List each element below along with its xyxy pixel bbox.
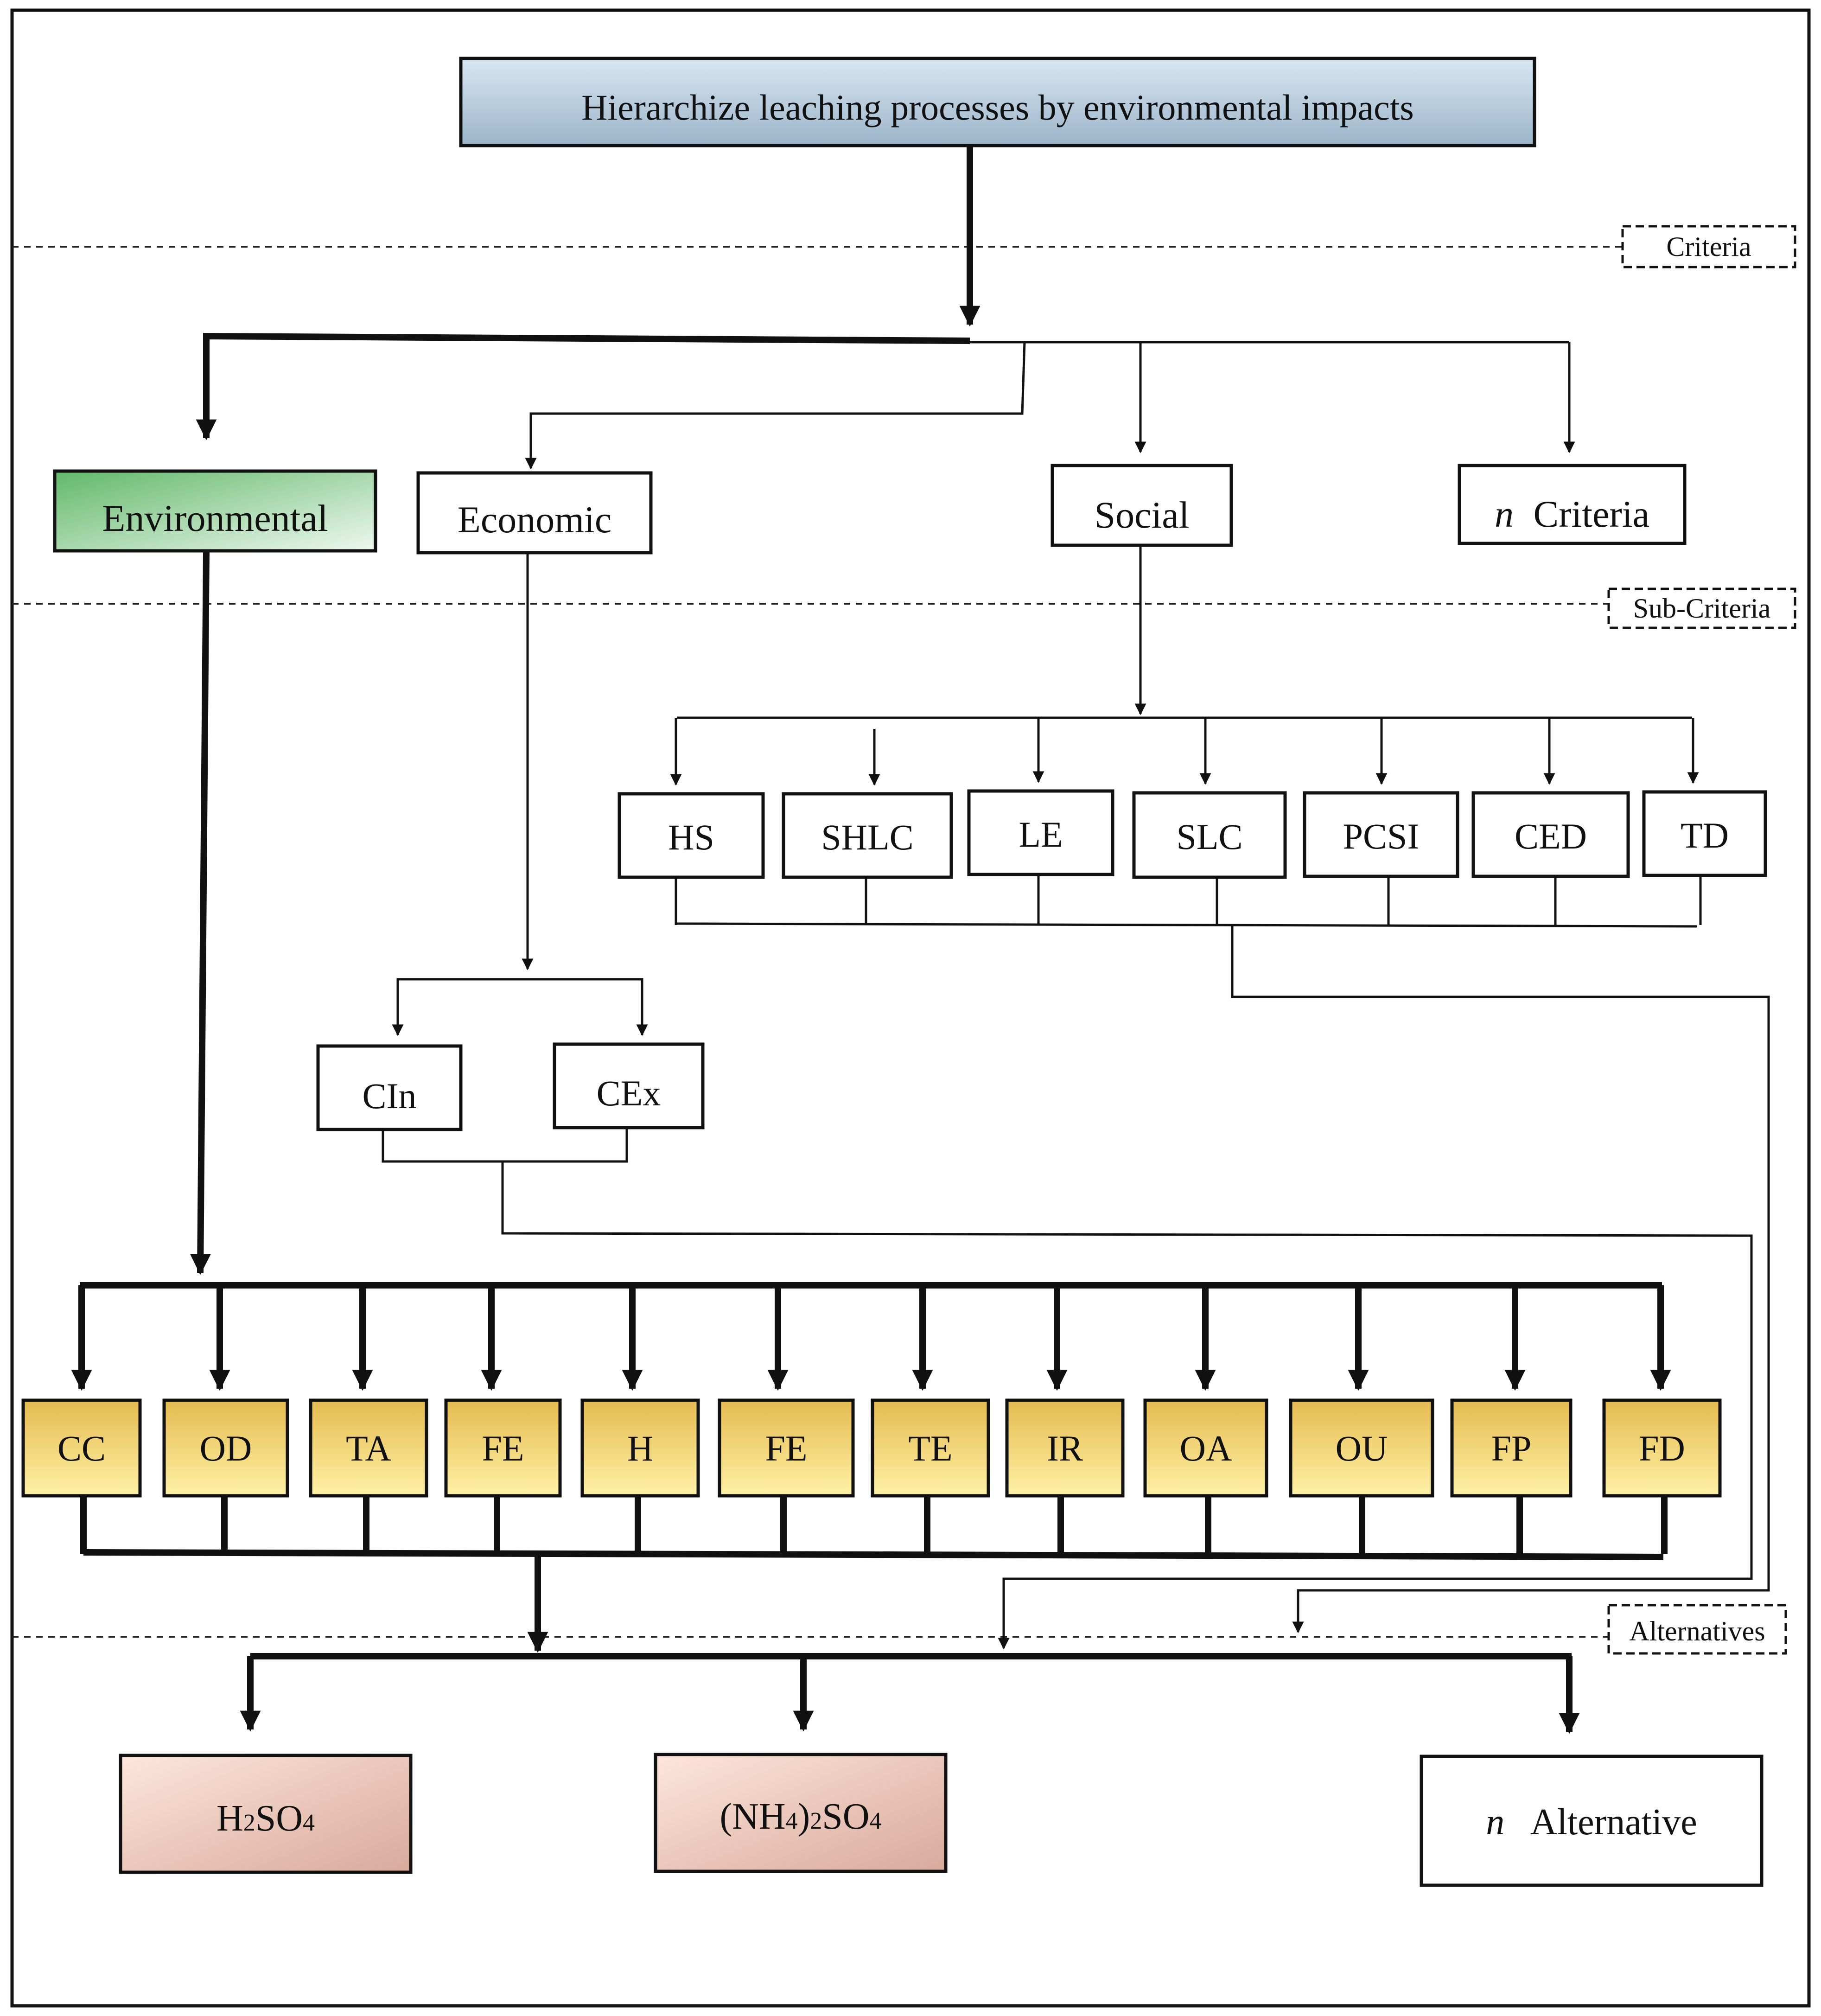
svg-text:H2SO4: H2SO4	[216, 1798, 315, 1839]
alt2-part3: SO	[822, 1796, 869, 1837]
alt1-part2: SO	[255, 1798, 303, 1839]
env-sub-0-cc-label: CC	[57, 1428, 106, 1468]
social-sub-le: LE	[967, 718, 1114, 925]
alternative-nh4-2so4: (NH4)2SO4	[654, 1753, 948, 1873]
criterion-economic-label: Economic	[458, 498, 611, 541]
env-sub-6-te: TE	[871, 1285, 990, 1554]
environmental-sub-collector	[83, 1549, 1664, 1560]
criterion-n-label: Criteria	[1534, 493, 1649, 535]
subcriteria-level-label: Sub-Criteria	[1633, 593, 1771, 624]
env-sub-2-ta-label: TA	[346, 1428, 391, 1468]
economic-branch	[525, 342, 1026, 470]
env-sub-8-oa-label: OA	[1180, 1428, 1232, 1468]
alt2-sub3: 4	[870, 1808, 882, 1834]
env-sub-10-fp-label: FP	[1491, 1428, 1532, 1468]
criteria-level-tag: Criteria	[1621, 225, 1796, 268]
social-sub-hs: HS	[618, 718, 765, 925]
criterion-n: n Criteria	[1458, 464, 1687, 545]
social-sub-td-label: TD	[1681, 815, 1729, 855]
alt1-sub2: 4	[303, 1810, 315, 1836]
goal-node: Hierarchize leaching processes by enviro…	[459, 57, 1536, 147]
criterion-environmental: Environmental	[53, 469, 377, 553]
alt1-part1: H	[216, 1798, 243, 1839]
alt2-sub2: 2	[810, 1808, 822, 1834]
alt1-sub1: 2	[243, 1810, 255, 1836]
env-sub-8-oa: OA	[1143, 1285, 1268, 1554]
env-sub-5-fe: FE	[718, 1285, 855, 1554]
social-subcriteria: HS SHLC LE SLC PCSI CED TD	[618, 718, 1767, 925]
alt2-part2: )	[798, 1796, 810, 1837]
social-sub-pcsi-label: PCSI	[1343, 816, 1420, 856]
env-sub-2-ta: TA	[309, 1285, 428, 1554]
env-sub-4-h: H	[580, 1285, 700, 1554]
env-sub-1-od: OD	[162, 1285, 289, 1554]
env-sub-3-fe-label: FE	[482, 1428, 524, 1468]
env-sub-3-fe: FE	[444, 1285, 562, 1554]
env-sub-6-te-label: TE	[908, 1428, 952, 1468]
alternative-h2so4: H2SO4	[119, 1754, 413, 1874]
criterion-economic: Economic	[416, 471, 653, 555]
env-sub-5-fe-label: FE	[765, 1428, 807, 1468]
social-sub-slc-label: SLC	[1176, 817, 1242, 857]
criterion-social: Social	[1051, 464, 1233, 547]
env-sub-9-ou: OU	[1289, 1285, 1434, 1554]
env-sub-7-ir-label: IR	[1047, 1428, 1083, 1468]
env-sub-11-fd: FD	[1602, 1285, 1722, 1554]
environmental-subcriteria: CC OD TA FE H FE TE IR OA OU FP FD	[21, 1285, 1722, 1554]
env-sub-9-ou-label: OU	[1336, 1428, 1388, 1468]
social-sub-ced-label: CED	[1515, 816, 1587, 856]
social-sub-shlc-label: SHLC	[821, 817, 913, 857]
economic-sub-bus	[396, 978, 643, 1035]
criterion-environmental-label: Environmental	[102, 497, 328, 539]
alternative-n-label: Alternative	[1530, 1802, 1697, 1843]
svg-text:n Alternative: n Alternative	[1486, 1802, 1697, 1843]
social-sub-pcsi: PCSI	[1303, 718, 1459, 925]
environmental-branch	[196, 332, 970, 440]
alternatives-level-label: Alternatives	[1629, 1616, 1765, 1646]
social-sub-collector	[675, 922, 1697, 928]
alt2-part1: (NH	[719, 1796, 785, 1837]
criterion-social-label: Social	[1095, 494, 1190, 536]
alternative-n: n Alternative	[1420, 1754, 1764, 1887]
economic-sub-collector	[382, 1128, 628, 1163]
social-to-alternatives-line	[1231, 925, 1770, 1633]
criterion-n-symbol: n	[1495, 493, 1514, 535]
economic-sub-cin: CIn	[316, 1044, 463, 1131]
economic-to-alternatives-line	[501, 1161, 1753, 1650]
social-sub-le-label: LE	[1019, 814, 1063, 855]
svg-text:(NH4)2SO4: (NH4)2SO4	[719, 1796, 881, 1837]
outer-frame	[10, 8, 1811, 2008]
economic-sub-cex-label: CEx	[597, 1073, 661, 1113]
goal-label: Hierarchize leaching processes by enviro…	[581, 87, 1414, 128]
alternatives-level-tag: Alternatives	[1607, 1604, 1787, 1655]
social-sub-slc: SLC	[1132, 718, 1287, 925]
svg-text:n Criteria: n Criteria	[1495, 493, 1649, 535]
alternative-n-symbol: n	[1486, 1802, 1504, 1843]
env-sub-10-fp: FP	[1450, 1285, 1573, 1554]
environmental-down-connector	[190, 550, 211, 1275]
env-sub-1-od-label: OD	[200, 1428, 252, 1468]
economic-sub-cin-label: CIn	[363, 1076, 417, 1116]
criteria-level-label: Criteria	[1666, 231, 1751, 262]
env-sub-7-ir: IR	[1005, 1285, 1125, 1554]
env-sub-11-fd-label: FD	[1639, 1428, 1685, 1468]
social-sub-ced: CED	[1471, 718, 1630, 925]
economic-sub-cex: CEx	[553, 1042, 705, 1129]
env-sub-4-h-label: H	[627, 1428, 653, 1468]
social-sub-shlc: SHLC	[782, 729, 953, 925]
subcriteria-level-tag: Sub-Criteria	[1607, 587, 1796, 629]
env-sub-0-cc: CC	[21, 1285, 142, 1554]
alt2-sub1: 4	[786, 1808, 798, 1834]
social-sub-td: TD	[1642, 718, 1767, 925]
social-sub-hs-label: HS	[668, 817, 714, 857]
